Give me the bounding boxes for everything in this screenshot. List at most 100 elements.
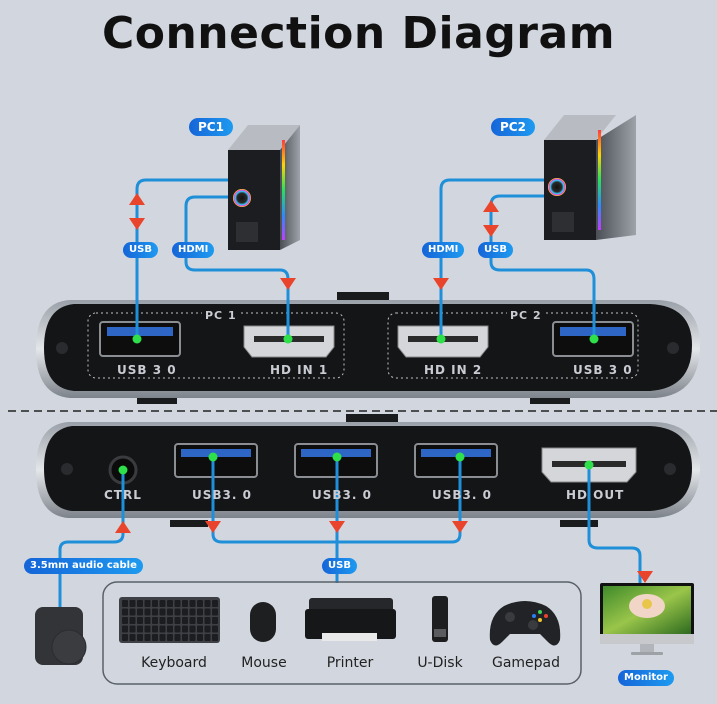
- peripheral-label: Keyboard: [141, 655, 207, 671]
- screw-icon: [664, 463, 676, 475]
- key: [189, 600, 196, 607]
- key: [152, 634, 158, 641]
- key: [137, 625, 143, 633]
- port-label: USB3. 0: [312, 488, 372, 502]
- key: [212, 634, 218, 641]
- key: [197, 625, 203, 633]
- port-label: CTRL: [104, 488, 142, 502]
- key: [144, 608, 151, 616]
- pc1-hdmi-label: HDMI: [172, 242, 215, 258]
- key: [152, 600, 158, 607]
- key: [122, 600, 128, 607]
- key: [189, 617, 196, 624]
- key: [204, 608, 211, 616]
- wired-controller-icon: [35, 607, 87, 665]
- key: [144, 634, 151, 641]
- key: [137, 600, 143, 607]
- key: [197, 617, 203, 624]
- key: [182, 608, 188, 616]
- key: [122, 608, 128, 616]
- screw-icon: [667, 342, 679, 354]
- pc2-tower: [544, 115, 636, 240]
- mouse-icon: [250, 602, 276, 642]
- arrow-down-icon: [433, 278, 449, 290]
- audio-cable-label: 3.5mm audio cable: [24, 558, 143, 574]
- pc2-hdmi-label: HDMI: [422, 242, 465, 258]
- key: [167, 600, 173, 607]
- diagram-title: Connection Diagram: [101, 8, 616, 59]
- peripheral-label: U-Disk: [417, 655, 463, 671]
- monitor-label: Monitor: [618, 670, 674, 686]
- key: [182, 617, 188, 624]
- screw-icon: [56, 342, 68, 354]
- key: [129, 617, 136, 624]
- key: [167, 617, 173, 624]
- pc2-usb-label: USB: [478, 242, 513, 258]
- peripheral-label: Printer: [326, 655, 374, 671]
- keyboard-icon: [119, 597, 220, 643]
- key: [122, 625, 128, 633]
- arrow-down-icon: [329, 521, 345, 533]
- switch-front-panel: [36, 292, 700, 404]
- screw-icon: [61, 463, 73, 475]
- key: [159, 625, 166, 633]
- key: [182, 634, 188, 641]
- pc1-usb-label: USB: [123, 242, 158, 258]
- key: [129, 600, 136, 607]
- pc2-usb-cable: [489, 194, 596, 338]
- key: [167, 608, 173, 616]
- arrow-down-icon: [452, 521, 468, 533]
- port-dot: [436, 334, 446, 344]
- key: [167, 625, 173, 633]
- key: [129, 608, 136, 616]
- key: [189, 634, 196, 641]
- key: [204, 617, 211, 624]
- key: [174, 617, 181, 624]
- key: [144, 625, 151, 633]
- monitor-icon: [600, 583, 694, 655]
- key: [212, 600, 218, 607]
- key: [174, 600, 181, 607]
- port-label: HD OUT: [566, 488, 625, 502]
- pc1-group-label: PC 1: [202, 309, 240, 322]
- key: [212, 625, 218, 633]
- port-dot: [132, 334, 142, 344]
- arrow-down-icon: [637, 571, 653, 583]
- port-label: USB 3 0: [117, 363, 177, 377]
- key: [129, 625, 136, 633]
- port-label: USB 3 0: [573, 363, 633, 377]
- port-dot: [283, 334, 293, 344]
- pc1-hdmi-cable: [184, 195, 290, 338]
- usb-drive-icon: [432, 596, 448, 642]
- arrow-up-icon: [129, 193, 145, 205]
- key: [212, 617, 218, 624]
- port-label: HD IN 2: [424, 363, 483, 377]
- peripheral-label: Gamepad: [491, 655, 561, 671]
- arrow-up-icon: [483, 200, 499, 212]
- pc1-tower: [228, 125, 300, 250]
- pc1-label: PC1: [189, 118, 233, 136]
- pc2-label: PC2: [491, 118, 535, 136]
- port-label: USB3. 0: [192, 488, 252, 502]
- rgb-fan-icon: [233, 189, 251, 207]
- upper-cables: [135, 178, 596, 338]
- key: [197, 634, 203, 641]
- key: [189, 608, 196, 616]
- key: [159, 634, 166, 641]
- upper-arrows: [129, 193, 499, 290]
- port-label: HD IN 1: [270, 363, 329, 377]
- gamepad-icon: [489, 601, 561, 646]
- key: [152, 625, 158, 633]
- arrow-down-icon: [280, 278, 296, 290]
- monitor-cable: [587, 465, 642, 590]
- key: [204, 625, 211, 633]
- key: [137, 634, 143, 641]
- key: [159, 608, 166, 616]
- key: [122, 617, 128, 624]
- key: [174, 625, 181, 633]
- pc1-usb-cable: [135, 178, 228, 338]
- port-dot: [589, 334, 599, 344]
- key: [197, 608, 203, 616]
- key: [129, 634, 136, 641]
